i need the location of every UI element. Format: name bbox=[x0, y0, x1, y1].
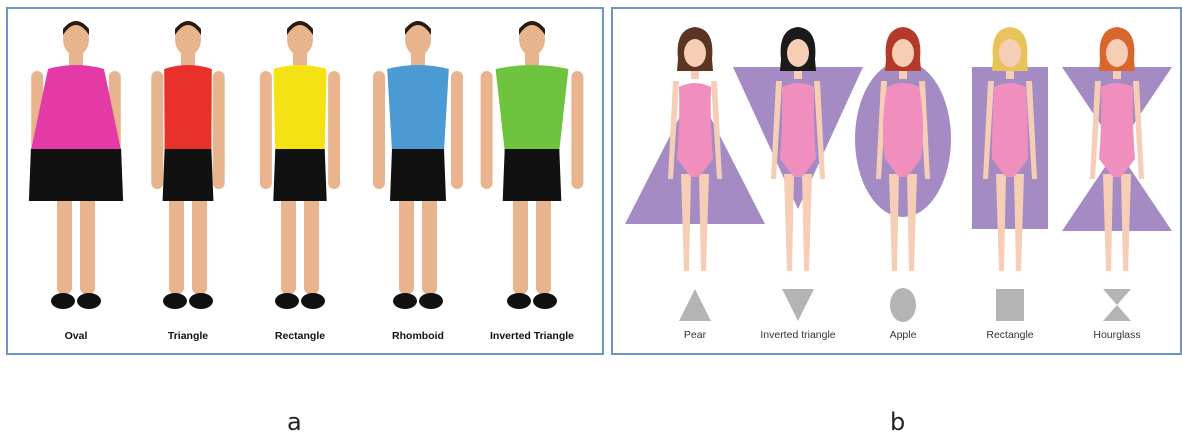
male-shorts bbox=[163, 149, 214, 201]
female-face bbox=[1106, 39, 1128, 67]
male-leg bbox=[80, 194, 95, 294]
male-shoe bbox=[163, 293, 187, 309]
male-leg bbox=[304, 194, 319, 294]
male-shoe bbox=[533, 293, 557, 309]
female-swimsuit bbox=[1099, 83, 1135, 177]
male-shoe bbox=[189, 293, 213, 309]
male-label-triangle: Triangle bbox=[128, 330, 248, 342]
female-label-apple: Apple bbox=[843, 329, 963, 341]
female-face bbox=[684, 39, 706, 67]
female-swimsuit bbox=[780, 83, 816, 177]
male-shorts bbox=[503, 149, 562, 201]
male-arm bbox=[213, 71, 225, 189]
panel-letter-a: a bbox=[287, 408, 302, 436]
female-leg bbox=[1103, 174, 1113, 271]
male-shorts bbox=[273, 149, 326, 201]
male-arm bbox=[481, 71, 493, 189]
male-tank-top bbox=[496, 65, 569, 151]
female-label-pear: Pear bbox=[635, 329, 755, 341]
male-leg bbox=[536, 194, 551, 294]
panel-a-male-body-types: Oval Triangle Rectangle Rhomboid Inverte… bbox=[6, 7, 604, 355]
male-label-rhomboid: Rhomboid bbox=[358, 330, 478, 342]
male-leg bbox=[422, 194, 437, 294]
male-leg bbox=[281, 194, 296, 294]
male-tank-top bbox=[273, 65, 326, 151]
female-label-hourglass: Hourglass bbox=[1057, 329, 1177, 341]
male-tank-top bbox=[387, 65, 449, 151]
male-tank-top bbox=[164, 65, 212, 151]
female-label-rectangle: Rectangle bbox=[950, 329, 1070, 341]
female-leg bbox=[784, 174, 794, 271]
male-figure bbox=[481, 21, 584, 309]
female-figure bbox=[855, 27, 951, 322]
male-arm bbox=[373, 71, 385, 189]
female-figure bbox=[1062, 27, 1172, 321]
male-figures-illustration bbox=[8, 9, 604, 355]
female-label-inverted-triangle: Inverted triangle bbox=[738, 329, 858, 341]
male-label-rectangle: Rectangle bbox=[240, 330, 360, 342]
male-shoe bbox=[301, 293, 325, 309]
rectangle-icon bbox=[996, 289, 1024, 321]
female-leg bbox=[802, 174, 812, 271]
female-leg bbox=[996, 174, 1006, 271]
female-face bbox=[892, 39, 914, 67]
male-leg bbox=[169, 194, 184, 294]
female-leg bbox=[1014, 174, 1024, 271]
female-leg bbox=[1121, 174, 1131, 271]
male-arm bbox=[151, 71, 163, 189]
female-figures-illustration bbox=[613, 9, 1182, 355]
male-leg bbox=[513, 194, 528, 294]
female-swimsuit bbox=[883, 83, 923, 177]
male-shoe bbox=[393, 293, 417, 309]
female-face bbox=[999, 39, 1021, 67]
male-shoe bbox=[77, 293, 101, 309]
male-shorts bbox=[390, 149, 446, 201]
male-figure bbox=[29, 21, 123, 309]
panel-letter-b: b bbox=[890, 408, 905, 436]
female-face bbox=[787, 39, 809, 67]
male-shorts bbox=[29, 149, 123, 201]
male-shoe bbox=[275, 293, 299, 309]
triangle-icon bbox=[679, 289, 711, 321]
male-shoe bbox=[419, 293, 443, 309]
panel-b-female-body-types: Pear Inverted triangle Apple Rectangle H… bbox=[611, 7, 1182, 355]
male-tank-top bbox=[31, 65, 121, 151]
male-arm bbox=[571, 71, 583, 189]
male-label-oval: Oval bbox=[16, 330, 136, 342]
female-swimsuit bbox=[992, 83, 1028, 177]
female-figure bbox=[733, 27, 863, 321]
male-leg bbox=[192, 194, 207, 294]
male-arm bbox=[260, 71, 272, 189]
male-leg bbox=[57, 194, 72, 294]
male-arm bbox=[328, 71, 340, 189]
female-leg bbox=[681, 174, 691, 271]
female-swimsuit bbox=[677, 83, 713, 177]
female-leg bbox=[699, 174, 709, 271]
male-shoe bbox=[507, 293, 531, 309]
oval-icon bbox=[890, 288, 916, 322]
female-leg bbox=[907, 174, 917, 271]
male-figure bbox=[373, 21, 463, 309]
male-figure bbox=[151, 21, 224, 309]
male-label-inverted-triangle: Inverted Triangle bbox=[472, 330, 592, 342]
female-leg bbox=[889, 174, 899, 271]
male-arm bbox=[451, 71, 463, 189]
female-figure bbox=[972, 27, 1048, 321]
hourglass-icon bbox=[1103, 289, 1131, 321]
male-leg bbox=[399, 194, 414, 294]
male-figure bbox=[260, 21, 340, 309]
male-shoe bbox=[51, 293, 75, 309]
inverted-triangle-icon bbox=[782, 289, 814, 321]
